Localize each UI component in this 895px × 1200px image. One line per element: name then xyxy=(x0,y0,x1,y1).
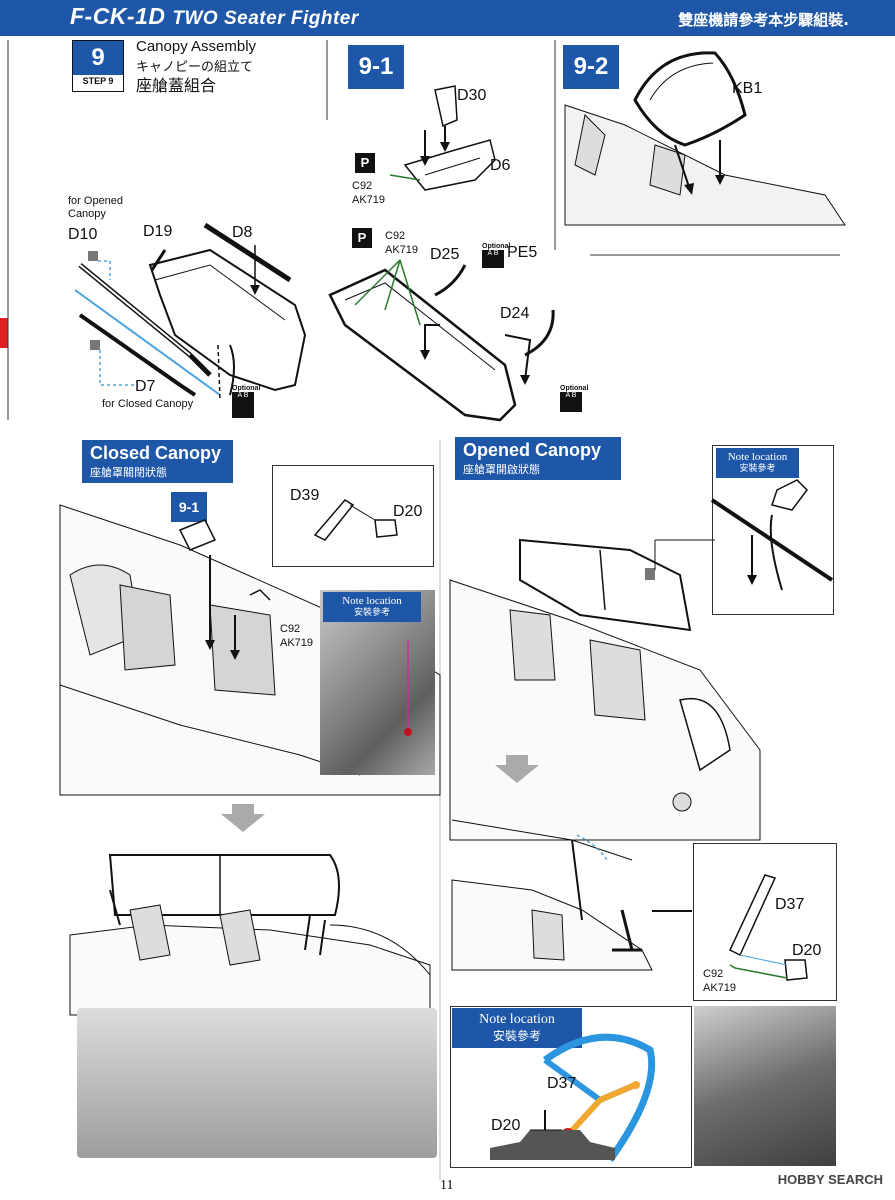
paint-code-c92-3: C92 xyxy=(280,623,301,635)
part-label-d20-note: D20 xyxy=(491,1117,521,1134)
opt-b: B xyxy=(243,392,249,399)
page-number: 11 xyxy=(440,1178,454,1193)
flow-arrow-closed-1 xyxy=(221,814,265,832)
caption-for-closed-canopy: for Closed Canopy xyxy=(102,398,194,410)
paint-code-ak719-4: AK719 xyxy=(703,982,737,994)
photo-closed-canopy-model xyxy=(77,1008,437,1158)
optional-caption: Optional xyxy=(232,385,261,392)
header-note: 雙座機請參考本步驟組裝. xyxy=(678,11,849,29)
part-label-d25: D25 xyxy=(430,246,460,263)
closed-canopy-title: Closed Canopy xyxy=(90,443,222,463)
title-model: F-CK-1D xyxy=(70,3,166,29)
part-label-d19: D19 xyxy=(143,223,173,240)
watermark: HOBBY SEARCH xyxy=(777,1172,883,1187)
part-label-d10: D10 xyxy=(68,226,98,243)
step-number: 9 xyxy=(73,41,123,75)
note-location-zh: 安裝參考 xyxy=(353,608,390,618)
part-label-d8: D8 xyxy=(232,224,253,241)
part-label-d37-note: D37 xyxy=(547,1075,577,1092)
optional-caption-2: Optional xyxy=(482,243,511,250)
optional-ab-icon: A B xyxy=(232,392,254,418)
paint-code-c92-2: C92 xyxy=(385,230,406,242)
page-edge-tab xyxy=(0,318,8,348)
photo-opened-canopy-detail xyxy=(694,1006,836,1166)
optional-badge-pe5: Optional A B xyxy=(482,243,510,268)
flow-arrow-opened-1 xyxy=(495,765,539,783)
note-location-badge-2: Note location 安裝參考 xyxy=(716,448,799,478)
closed-canopy-subtitle: 座艙罩關閉狀態 xyxy=(90,466,167,479)
part-label-d6: D6 xyxy=(490,157,511,174)
part-label-d37: D37 xyxy=(775,896,805,913)
header-bar xyxy=(0,0,895,36)
note-location-pointer-1 xyxy=(404,640,412,736)
note-location-en: Note location xyxy=(342,595,402,607)
step-title-en: Canopy Assembly xyxy=(136,38,257,55)
step-badge: 9 STEP 9 xyxy=(72,40,124,92)
drawing-opened-hinge-detail xyxy=(710,479,834,591)
callout-line-opened xyxy=(652,910,692,912)
optional-ab-icon-3: A B xyxy=(560,392,582,412)
part-label-d39: D39 xyxy=(290,487,320,504)
drawing-opened-canopy-fuselage xyxy=(449,538,761,841)
opt-a-3: A xyxy=(565,392,570,399)
note-location-en-3: Note location xyxy=(479,1012,555,1027)
opened-canopy-header: Opened Canopy 座艙罩開啟狀態 xyxy=(455,437,621,480)
paint-icon: P xyxy=(355,153,375,173)
note-location-badge-3: Note location 安裝參考 xyxy=(452,1008,582,1048)
drawing-9-1-seat-rail xyxy=(389,85,496,191)
step-label: STEP 9 xyxy=(82,76,114,86)
paint-code-ak719: AK719 xyxy=(352,194,386,206)
part-label-kb1: KB1 xyxy=(732,80,763,97)
paint-icon-2: P xyxy=(352,228,372,248)
step-title-ja: キャノピーの組立て xyxy=(136,60,254,75)
detail-inset-d37-d20 xyxy=(693,843,837,1001)
optional-caption-3: Optional xyxy=(560,385,589,392)
subassembly-ref-badge: 9-1 xyxy=(171,492,207,522)
subassembly-9-1-badge: 9-1 xyxy=(348,45,404,89)
caption-for-opened-canopy: for Opened Canopy xyxy=(68,195,124,220)
paint-code-ak719-2: AK719 xyxy=(385,244,419,256)
paint-code-c92-4: C92 xyxy=(703,968,724,980)
optional-badge-right: Optional A B xyxy=(560,385,588,412)
flow-arrow-opened-1-stem xyxy=(506,755,528,765)
part-label-pe5: PE5 xyxy=(507,244,538,261)
opt-b-3: B xyxy=(571,392,577,399)
part-label-d20-2: D20 xyxy=(792,942,822,959)
opened-canopy-title: Opened Canopy xyxy=(463,440,602,460)
part-label-d7: D7 xyxy=(135,378,156,395)
drawing-d37-d20-detail xyxy=(729,874,808,981)
opt-a-2: A xyxy=(487,250,492,257)
part-label-d30: D30 xyxy=(457,87,487,104)
note-location-badge-1: Note location 安裝參考 xyxy=(323,592,421,622)
drawing-canopy-frame-center xyxy=(328,259,555,422)
opened-canopy-subtitle: 座艙罩開啟狀態 xyxy=(463,463,540,476)
optional-ab-icon-2: A B xyxy=(482,250,504,268)
note-location-zh-3: 安裝參考 xyxy=(492,1029,541,1043)
part-label-d24: D24 xyxy=(500,305,530,322)
opt-b-2: B xyxy=(493,250,499,257)
paint-code-ak719-3: AK719 xyxy=(280,637,314,649)
note-location-zh-2: 安裝參考 xyxy=(739,464,776,474)
drawing-d39-d20-detail xyxy=(313,499,398,541)
drawing-note-location-large xyxy=(490,1033,656,1163)
note-location-en-2: Note location xyxy=(727,451,788,463)
drawing-opened-cockpit-detail xyxy=(451,819,653,971)
step-title-zh: 座艙蓋組合 xyxy=(136,76,217,95)
drawing-canopy-frame-left xyxy=(74,222,307,401)
part-label-d20: D20 xyxy=(393,503,423,520)
paint-code-c92: C92 xyxy=(352,180,373,192)
closed-canopy-header: Closed Canopy 座艙罩關閉狀態 xyxy=(82,440,233,483)
subassembly-9-2-badge: 9-2 xyxy=(563,45,619,89)
title-subtitle: TWO Seater Fighter xyxy=(172,8,359,29)
flow-arrow-closed-1-stem xyxy=(232,804,254,814)
detail-inset-d39-d20 xyxy=(272,465,434,567)
optional-badge-left: Optional A B xyxy=(232,385,260,418)
page-title: F-CK-1D TWO Seater Fighter xyxy=(70,3,359,30)
drawing-9-2-canopy-installation xyxy=(564,51,846,226)
drawing-closed-canopy-installed xyxy=(69,854,431,1016)
opt-a: A xyxy=(237,392,242,399)
